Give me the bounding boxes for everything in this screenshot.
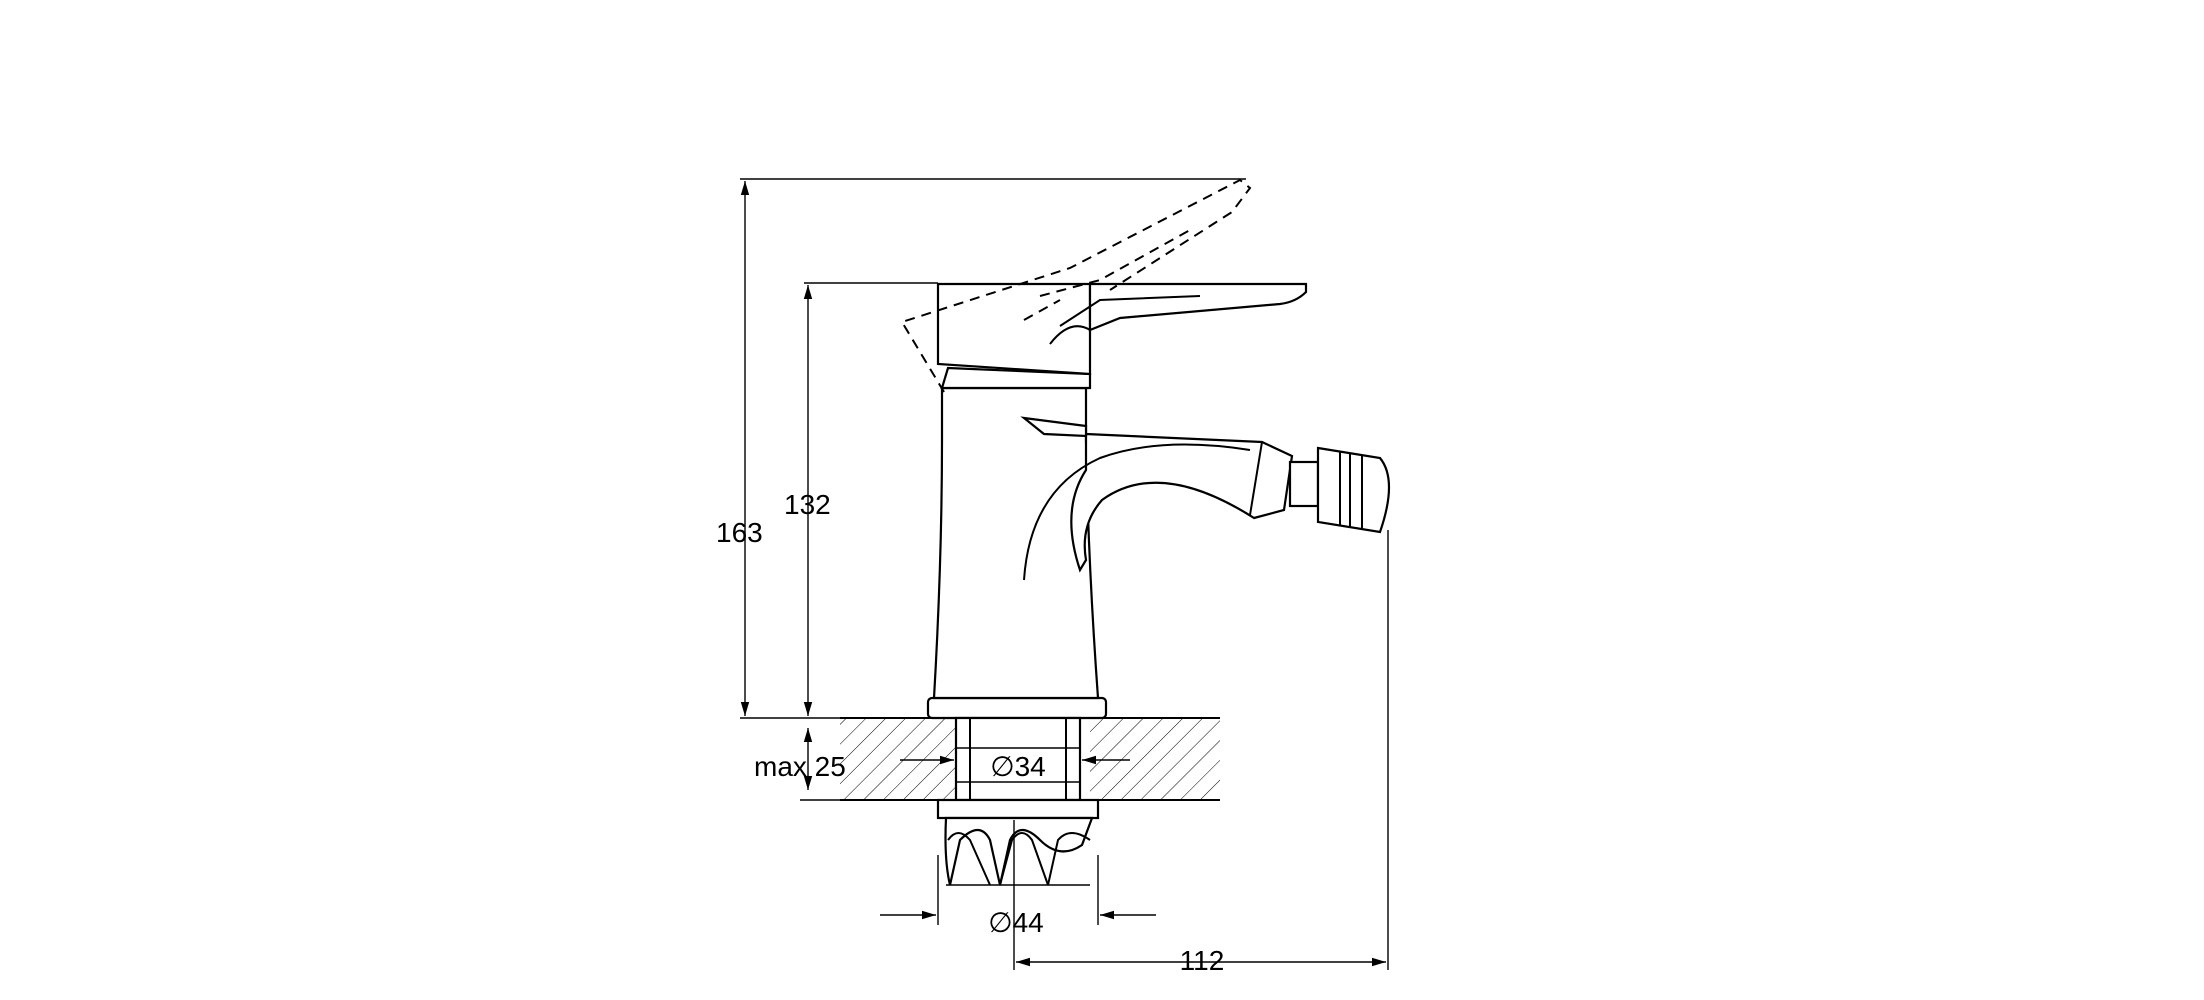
lever-open-dashed [900, 178, 1252, 393]
dimension-spout-reach: 112 [1180, 945, 1225, 976]
dimension-max-thickness: max 25 [754, 751, 846, 782]
dimension-base-diameter: ∅44 [988, 907, 1044, 938]
aerator-nozzle [1288, 446, 1390, 534]
dimension-body-height: 132 [784, 489, 831, 520]
lock-nut [936, 798, 1100, 886]
bidet-spout [1020, 416, 1294, 581]
dimension-lines [740, 178, 1389, 970]
dimension-total-height: 163 [716, 517, 763, 548]
dimension-hole-diameter: ∅34 [990, 751, 1046, 782]
lever-closed [936, 282, 1308, 390]
